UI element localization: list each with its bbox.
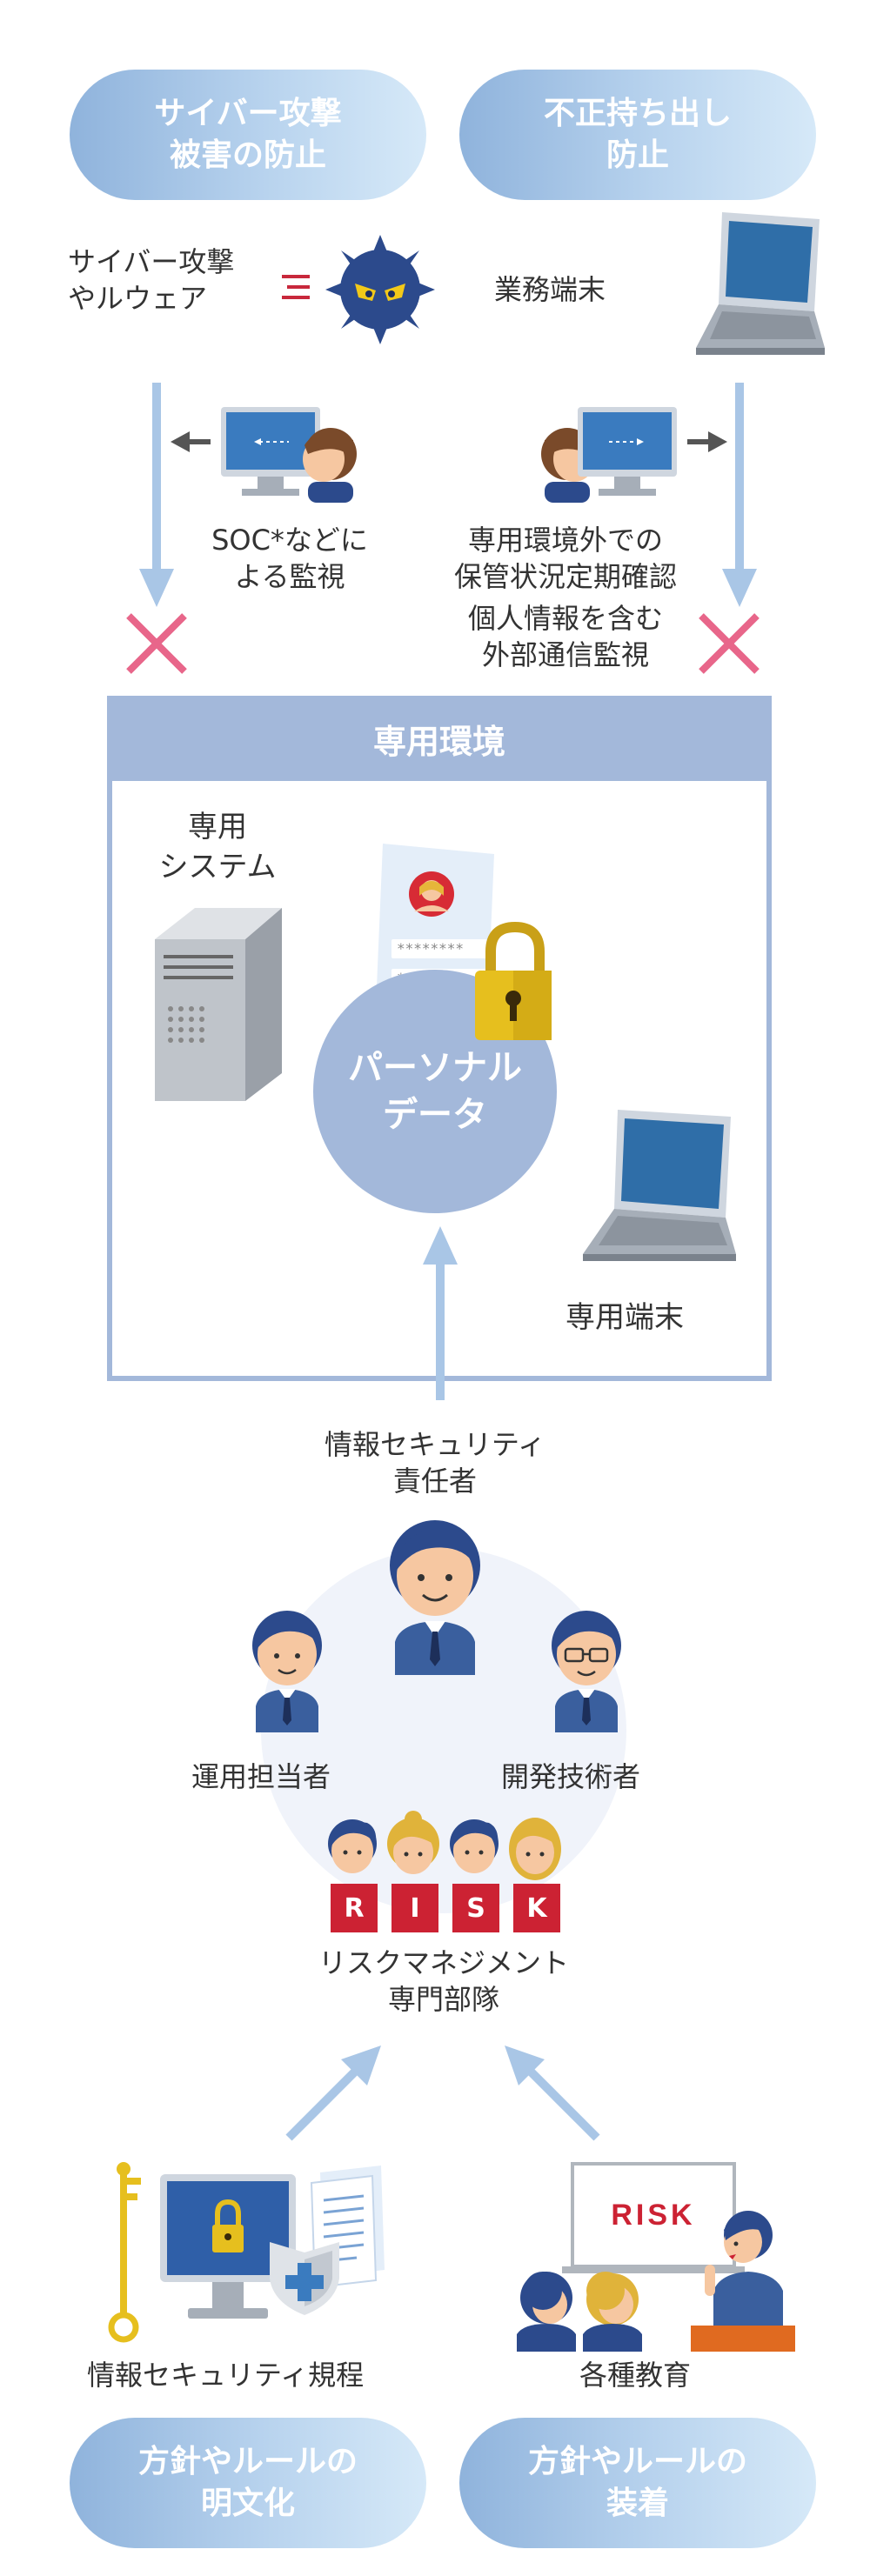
risk-letter: I <box>410 1892 420 1924</box>
dedicated-system-label: 専用 システム <box>139 807 296 887</box>
pill-text-line: 方針やルールの <box>137 2444 358 2479</box>
virus-icon <box>325 235 435 344</box>
risk-letter-row: R I S K <box>331 1884 566 1936</box>
education-label: 各種教育 <box>579 2359 692 2392</box>
blocked-cross-left-icon <box>126 613 187 674</box>
threat-label-line: サイバー攻撃 <box>68 245 235 278</box>
diagonal-arrow-right <box>505 2045 600 2141</box>
note-line: 外部通信監視 <box>481 638 649 671</box>
down-arrow-right <box>722 383 757 607</box>
pill-text-line: サイバー攻撃 <box>154 96 342 131</box>
down-arrow-left <box>139 383 174 607</box>
environment-title: 専用環境 <box>372 722 505 761</box>
soc-monitoring-label: SOC*などに よる監視 <box>190 522 390 595</box>
developer-label: 開発技術者 <box>501 1760 641 1793</box>
pill-text-line: 装着 <box>606 2486 669 2521</box>
operator-label: 運用担当者 <box>191 1760 331 1793</box>
padlock-icon <box>475 922 552 1040</box>
note-line: 保管状況定期確認 <box>453 560 677 593</box>
risk-team-label-line: リスクマネジメント <box>318 1946 569 1979</box>
threat-label-line: やルウェア <box>68 282 208 315</box>
dedicated-laptop-icon <box>583 1110 736 1261</box>
threat-label: サイバー攻撃 やルウェア <box>68 244 234 317</box>
external-monitoring-notes: 専用環境外での 保管状況定期確認 個人情報を含む 外部通信監視 <box>435 522 696 673</box>
pill-unauthorized-takeout-prevention: 不正持ち出し 防止 <box>459 70 816 200</box>
password-mask-1: ******** <box>397 940 464 957</box>
risk-letter: R <box>344 1892 365 1924</box>
security-officer-label: 情報セキュリティ 責任者 <box>270 1426 600 1499</box>
soc-label-line: SOC*などに <box>211 524 368 557</box>
personal-data-circle: パーソナル データ <box>313 970 557 1213</box>
monitoring-person-left-icon <box>171 407 357 503</box>
up-arrow-center <box>423 1226 458 1400</box>
pill-text-line: 防止 <box>606 137 669 173</box>
pill-policy-implementation: 方針やルールの 装着 <box>459 2418 816 2548</box>
security-regulation-label: 情報セキュリティ規程 <box>87 2359 365 2392</box>
risk-team-avatars <box>328 1811 561 1880</box>
risk-letter-card: S <box>452 1884 499 1932</box>
pill-text-line: 方針やルールの <box>527 2444 747 2479</box>
developer-avatar <box>552 1611 621 1732</box>
pill-text-line: 明文化 <box>200 2486 295 2521</box>
security-regulation-illustration <box>108 2162 385 2343</box>
monitoring-person-right-icon <box>541 407 727 503</box>
note-line: 個人情報を含む <box>467 602 663 635</box>
risk-team-label: リスクマネジメント 専門部隊 <box>261 1945 626 2018</box>
personal-data-line: データ <box>383 1095 487 1135</box>
soc-label-line: よる監視 <box>234 560 345 593</box>
education-illustration: RISK <box>517 2162 795 2352</box>
officer-label-line: 情報セキュリティ <box>324 1428 546 1461</box>
dedicated-terminal-label: 専用端末 <box>566 1300 684 1335</box>
security-officer-avatar <box>390 1520 480 1675</box>
risk-letter-card: R <box>331 1884 378 1932</box>
pill-text-line: 被害の防止 <box>169 137 326 173</box>
risk-letter: S <box>466 1892 485 1924</box>
server-icon <box>155 908 282 1101</box>
note-line: 専用環境外での <box>467 524 663 557</box>
risk-board-text: RISK <box>611 2199 695 2232</box>
personal-data-line: パーソナル <box>348 1048 522 1088</box>
system-label-line: 専用 <box>188 810 247 844</box>
laptop-icon <box>696 212 825 355</box>
risk-team-label-line: 専門部隊 <box>387 1983 499 2016</box>
risk-letter-card: K <box>513 1884 560 1932</box>
risk-letter-card: I <box>392 1884 438 1932</box>
system-label-line: システム <box>158 850 277 884</box>
operator-avatar <box>252 1611 322 1732</box>
business-device-label: 業務端末 <box>494 273 606 306</box>
risk-letter: K <box>526 1892 547 1924</box>
blocked-cross-right-icon <box>699 613 760 674</box>
dedicated-environment-header: 専用環境 <box>107 696 772 781</box>
motion-lines-icon <box>282 275 310 299</box>
diagonal-arrow-left <box>285 2045 381 2141</box>
pill-cyber-attack-prevention: サイバー攻撃 被害の防止 <box>70 70 426 200</box>
officer-label-line: 責任者 <box>392 1465 477 1498</box>
pill-text-line: 不正持ち出し <box>543 96 732 131</box>
pill-policy-documentation: 方針やルールの 明文化 <box>70 2418 426 2548</box>
